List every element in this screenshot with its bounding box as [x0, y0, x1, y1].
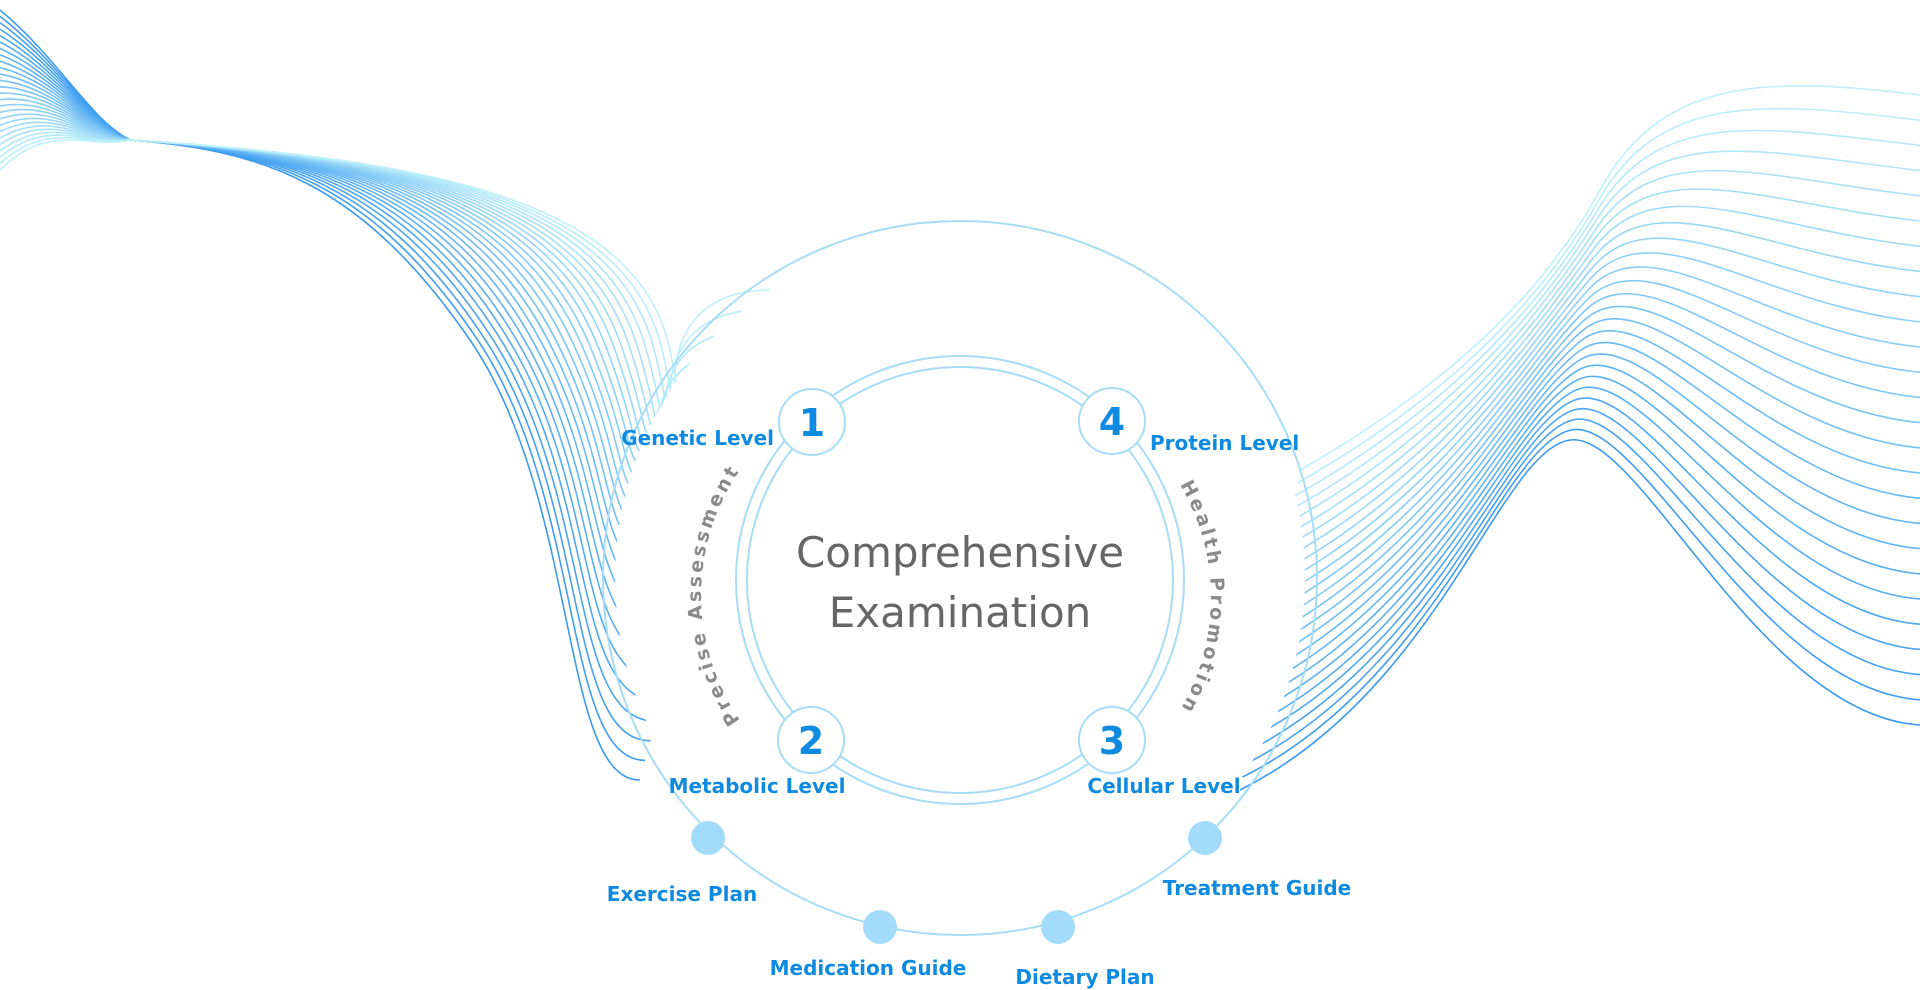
wave-line-left	[0, 92, 708, 526]
wave-line-right	[1294, 129, 1920, 497]
wave-line-right	[1256, 364, 1920, 702]
plan-dot	[863, 910, 897, 944]
plan-label: Medication Guide	[770, 956, 967, 980]
wave-line-right	[1270, 292, 1920, 625]
level-node-3: 3 Cellular Level	[1078, 706, 1241, 798]
wave-line-left	[0, 28, 656, 722]
level-label: Cellular Level	[1087, 774, 1240, 798]
level-label: Genetic Level	[621, 426, 774, 450]
wave-line-left	[0, 34, 661, 703]
level-label: Protein Level	[1150, 431, 1299, 455]
wave-line-left	[0, 128, 750, 419]
wave-line-left	[0, 98, 713, 507]
wave-line-left	[0, 22, 651, 742]
level-node-2: 2 Metabolic Level	[669, 706, 846, 798]
wave-line-left	[0, 47, 672, 664]
wave-line-right	[1246, 407, 1920, 753]
wave-line-right	[1268, 305, 1920, 638]
level-number: 4	[1099, 400, 1125, 444]
inner-ring-outer	[735, 355, 1185, 805]
wave-line-right	[1275, 266, 1920, 599]
plan-dot	[1041, 910, 1075, 944]
wave-line-right	[1251, 386, 1920, 727]
wave-line-right	[1266, 317, 1920, 650]
wave-line-right	[1287, 188, 1920, 535]
wave-line-left	[0, 86, 703, 546]
wave-line-right	[1278, 252, 1920, 586]
wave-lines-left	[0, 9, 771, 781]
center-title-line1: Comprehensive	[796, 528, 1124, 577]
wave-lines-right	[1239, 85, 1920, 791]
wave-line-right	[1242, 428, 1920, 778]
plan-dietary: Dietary Plan	[1015, 910, 1155, 989]
plan-label: Dietary Plan	[1015, 965, 1154, 989]
wave-line-right	[1249, 397, 1920, 740]
plan-label: Exercise Plan	[607, 882, 757, 906]
wave-line-left	[0, 54, 677, 644]
plan-exercise: Exercise Plan	[607, 821, 757, 906]
wave-line-right	[1273, 279, 1920, 612]
plan-dot	[691, 821, 725, 855]
wave-line-right	[1285, 205, 1920, 548]
wave-line-left	[0, 41, 667, 683]
wave-line-right	[1261, 341, 1920, 676]
wave-line-right	[1297, 107, 1920, 484]
inner-ring-inner	[746, 366, 1174, 794]
wave-line-left	[0, 136, 765, 404]
wave-line-left	[0, 134, 760, 409]
level-node-circle	[777, 706, 845, 774]
diagram-backdrop	[615, 233, 1305, 923]
plan-treatment: Treatment Guide	[1163, 821, 1352, 900]
plan-medication: Medication Guide	[770, 910, 967, 980]
wave-line-right	[1254, 375, 1920, 714]
wave-line-right	[1280, 237, 1920, 574]
wave-line-left	[0, 60, 682, 624]
level-number: 1	[799, 401, 825, 445]
wave-line-left	[0, 9, 641, 781]
wave-line-left	[0, 79, 698, 566]
wave-line-left	[0, 103, 719, 487]
wave-line-right	[1290, 169, 1920, 522]
level-label: Metabolic Level	[669, 774, 846, 798]
level-node-4: 4 Protein Level	[1078, 387, 1299, 455]
wave-line-left	[0, 131, 755, 413]
wave-line-right	[1239, 439, 1920, 791]
wave-line-right	[1282, 221, 1920, 561]
level-number: 2	[798, 719, 824, 763]
wave-line-right	[1258, 353, 1920, 689]
plan-label: Treatment Guide	[1163, 876, 1352, 900]
plan-dot	[1188, 821, 1222, 855]
outer-ring	[602, 220, 1318, 936]
wave-line-right	[1292, 150, 1920, 510]
wave-line-right	[1263, 330, 1920, 663]
level-node-circle	[1078, 387, 1146, 455]
wave-line-left	[0, 66, 687, 605]
level-node-circle	[1078, 706, 1146, 774]
level-node-1: 1 Genetic Level	[621, 388, 846, 456]
center-title-line2: Examination	[829, 588, 1092, 637]
level-number: 3	[1099, 719, 1125, 763]
level-node-circle	[778, 388, 846, 456]
wave-line-right	[1244, 418, 1920, 766]
wave-line-left	[0, 73, 693, 585]
wave-line-left	[0, 15, 646, 762]
wave-line-right	[1299, 85, 1920, 471]
